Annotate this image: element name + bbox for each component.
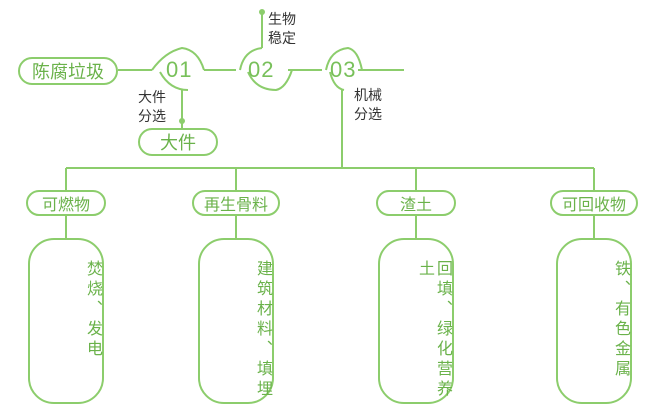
step-note-line: 生物 <box>268 12 296 28</box>
dot-02 <box>259 9 265 15</box>
step-note-line: 大件 <box>138 90 166 106</box>
arc-03-bottom <box>329 71 345 91</box>
step-note-line: 分选 <box>138 109 166 125</box>
step-number-03: 03 <box>330 57 357 82</box>
use-text: 建筑材料、填埋 <box>254 260 273 400</box>
use-text: 焚烧、发电 <box>84 260 103 360</box>
category-node-3: 渣土 <box>376 190 456 216</box>
arc-01-top <box>151 46 205 71</box>
arc-02-bottom <box>247 69 293 92</box>
category-label: 渣土 <box>399 195 432 214</box>
category-label: 可回收物 <box>561 195 626 214</box>
use-box-1: 焚烧、发电 <box>28 238 104 404</box>
step-note-03: 机械 分选 <box>354 87 394 125</box>
step-number-02: 02 <box>248 57 275 82</box>
category-node-1: 可燃物 <box>26 190 106 216</box>
step-note-02: 生物 稳定 <box>268 11 308 49</box>
use-text: 铁、有色金属 <box>612 260 631 380</box>
arc-03-top <box>325 46 363 71</box>
step-note-line: 稳定 <box>268 31 296 47</box>
category-label: 再生骨料 <box>203 195 268 214</box>
bulky-label: 大件 <box>160 133 196 154</box>
step-note-line: 分选 <box>354 107 382 123</box>
step-note-01: 大件 分选 <box>138 89 178 127</box>
category-node-2: 再生骨料 <box>192 190 280 216</box>
root-label: 陈腐垃圾 <box>32 62 104 83</box>
category-label: 可燃物 <box>41 195 90 214</box>
root-node: 陈腐垃圾 <box>18 57 118 85</box>
dot-01 <box>179 118 185 124</box>
step-number-01: 01 <box>166 57 193 82</box>
use-box-4: 铁、有色金属 <box>556 238 632 404</box>
bulky-node: 大件 <box>138 128 218 156</box>
use-text: 回填、绿化营养土 <box>416 260 453 400</box>
step-note-line: 机械 <box>354 88 382 104</box>
arc-01-bottom <box>159 71 189 91</box>
use-box-2: 建筑材料、填埋 <box>198 238 274 404</box>
arc-02-top <box>239 47 263 71</box>
use-box-3: 回填、绿化营养土 <box>378 238 454 404</box>
category-node-4: 可回收物 <box>550 190 638 216</box>
